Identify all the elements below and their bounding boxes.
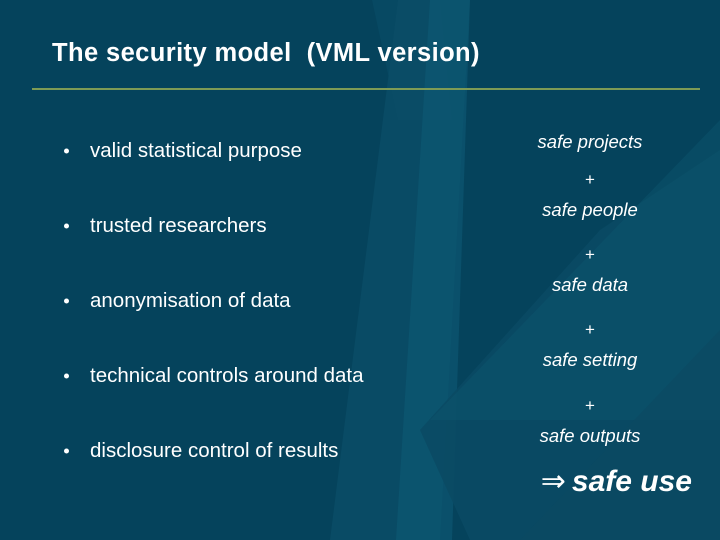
plus-operator: +: [585, 396, 595, 415]
list-item-label: valid statistical purpose: [90, 138, 302, 162]
plus-operator: +: [585, 170, 595, 189]
bullet-dot-icon: [64, 298, 69, 304]
conclusion-line: ⇒safe use: [541, 464, 692, 500]
bullet-dot-icon: [64, 373, 69, 379]
bullet-dot-icon: [64, 148, 69, 154]
list-item-label: disclosure control of results: [90, 439, 339, 463]
list-item: trusted researchers: [58, 188, 488, 263]
list-item: valid statistical purpose: [58, 113, 488, 188]
list-item: anonymisation of data: [58, 263, 488, 338]
bullet-dot-icon: [64, 223, 69, 229]
safe-term-projects: safe projects: [537, 131, 643, 152]
plus-operator: +: [585, 320, 595, 339]
bullet-dot-icon: [64, 448, 69, 454]
safe-term-people: safe people: [542, 199, 638, 220]
safe-term-setting: safe setting: [542, 349, 638, 370]
plus-operator: +: [585, 245, 595, 264]
list-item: disclosure control of results: [58, 414, 488, 489]
list-item: technical controls around data: [58, 339, 488, 414]
conclusion-label: safe use: [571, 465, 692, 498]
list-item-label: anonymisation of data: [90, 288, 291, 312]
safe-term-data: safe data: [551, 274, 629, 295]
list-item-label: trusted researchers: [90, 213, 267, 237]
list-item-label: technical controls around data: [90, 364, 364, 388]
safe-term-outputs: safe outputs: [539, 425, 641, 446]
title-divider: [32, 88, 700, 90]
page-title: The security model (VML version): [52, 39, 480, 67]
double-arrow-icon: ⇒: [540, 465, 566, 498]
bullet-list: valid statistical purpose trusted resear…: [58, 113, 488, 489]
title-block: The security model (VML version): [0, 36, 720, 92]
